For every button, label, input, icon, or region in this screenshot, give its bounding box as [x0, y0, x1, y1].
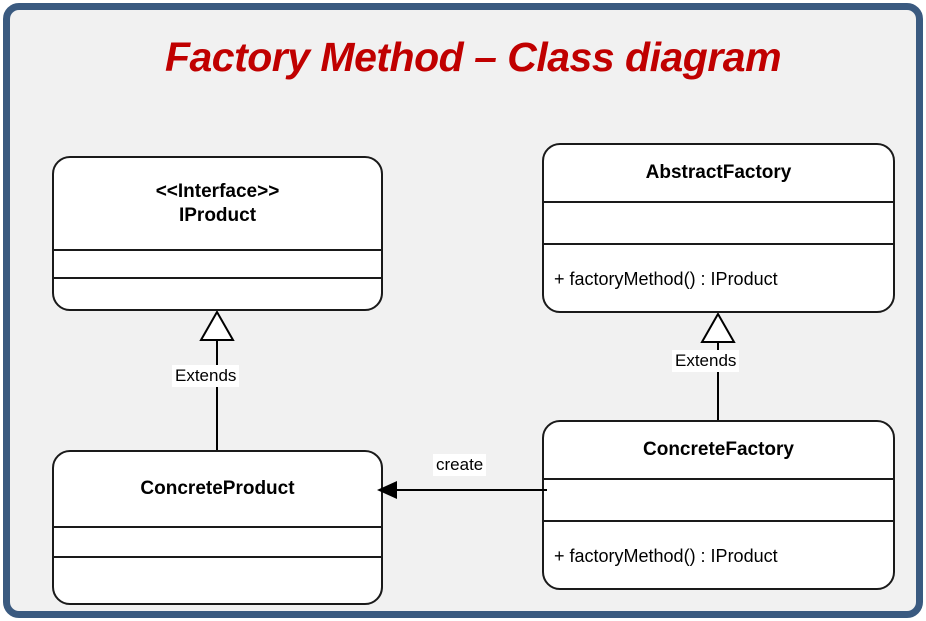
- uml-divider: [54, 249, 381, 251]
- uml-class-concretefactory-methods: + factoryMethod() : IProduct: [544, 522, 893, 588]
- edge-label-create: create: [433, 454, 487, 476]
- uml-class-concreteproduct-attributes: [54, 528, 381, 556]
- uml-class-concreteproduct-methods: [54, 558, 381, 603]
- uml-divider: [54, 556, 381, 558]
- uml-class-concretefactory-name: ConcreteFactory: [643, 439, 794, 461]
- uml-class-iproduct-name: IProduct: [178, 204, 257, 226]
- diagram-frame-border: Factory Method – Class diagram <<Interfa…: [3, 3, 923, 618]
- generalization-arrowhead-factory: [700, 313, 736, 343]
- uml-divider: [54, 277, 381, 279]
- diagram-canvas: Factory Method – Class diagram <<Interfa…: [20, 20, 926, 621]
- edge-label-extends-product: Extends: [172, 365, 240, 387]
- uml-class-concretefactory-attributes: [544, 480, 893, 520]
- uml-class-abstractfactory[interactable]: AbstractFactory + factoryMethod() : IPro…: [542, 143, 895, 313]
- uml-divider: [544, 201, 893, 203]
- generalization-line-product: [216, 340, 218, 450]
- uml-divider: [544, 478, 893, 480]
- uml-class-concreteproduct-header: ConcreteProduct: [54, 452, 381, 526]
- page-title: Factory Method – Class diagram: [164, 34, 782, 80]
- uml-class-iproduct-stereotype: <<Interface>>: [155, 181, 280, 203]
- uml-method-label: + factoryMethod() : IProduct: [554, 268, 778, 289]
- uml-class-concreteproduct[interactable]: ConcreteProduct: [52, 450, 383, 605]
- uml-class-abstractfactory-attributes: [544, 203, 893, 243]
- uml-class-iproduct[interactable]: <<Interface>> IProduct: [52, 156, 383, 311]
- uml-class-concretefactory[interactable]: ConcreteFactory + factoryMethod() : IPro…: [542, 420, 895, 590]
- uml-class-iproduct-header: <<Interface>> IProduct: [54, 158, 381, 249]
- generalization-line-factory: [717, 342, 719, 420]
- uml-class-abstractfactory-methods: + factoryMethod() : IProduct: [544, 245, 893, 311]
- uml-method-label: + factoryMethod() : IProduct: [554, 545, 778, 566]
- uml-class-iproduct-methods: [54, 279, 381, 309]
- generalization-arrowhead-product: [199, 311, 235, 341]
- uml-class-abstractfactory-name: AbstractFactory: [645, 162, 792, 184]
- uml-divider: [544, 520, 893, 522]
- uml-divider: [54, 526, 381, 528]
- uml-class-iproduct-attributes: [54, 251, 381, 277]
- uml-class-concreteproduct-name: ConcreteProduct: [140, 478, 295, 500]
- create-association-arrow: [377, 481, 547, 499]
- uml-class-abstractfactory-header: AbstractFactory: [544, 145, 893, 201]
- uml-class-concretefactory-header: ConcreteFactory: [544, 422, 893, 478]
- edge-label-extends-factory: Extends: [672, 350, 740, 372]
- uml-divider: [544, 243, 893, 245]
